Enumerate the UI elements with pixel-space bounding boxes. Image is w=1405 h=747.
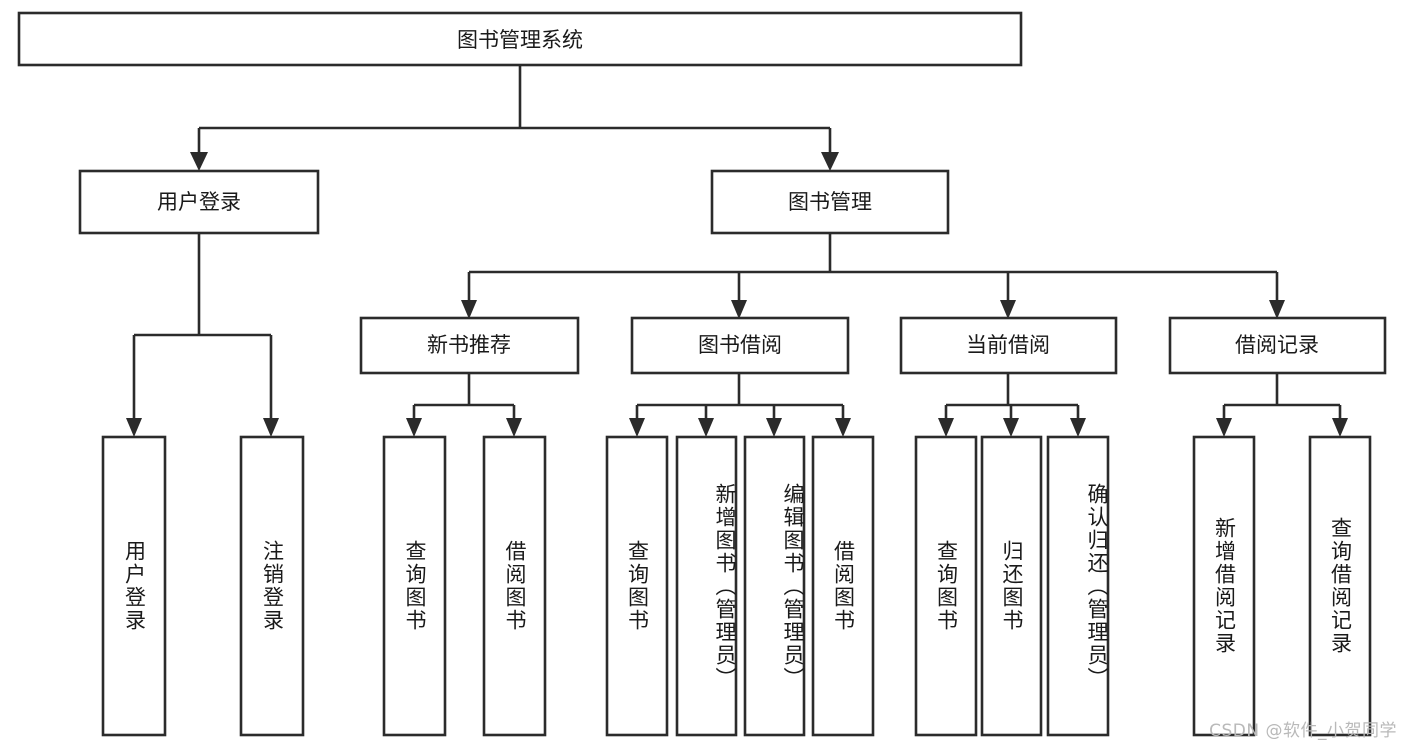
node-leaf-query-book-2[interactable] — [605, 435, 669, 737]
arrowhead-leaf-return-book — [1003, 418, 1019, 437]
node-book-borrow[interactable] — [630, 316, 850, 375]
node-new-book-rec[interactable] — [359, 316, 580, 375]
nodes-layer: 图书管理系统 用户登录 图书管理 新书推荐 图书借阅 当前借阅 借阅记录 — [17, 11, 1387, 737]
node-leaf-user-login[interactable] — [101, 435, 167, 737]
arrowhead-book-borrow — [731, 300, 747, 319]
arrowhead-user-login — [190, 152, 208, 171]
node-leaf-query-book-3[interactable] — [914, 435, 978, 737]
arrowhead-book-manage — [821, 152, 839, 171]
arrowhead-leaf-user-logout — [263, 418, 279, 437]
csdn-watermark: CSDN @软件_小贺同学 — [1209, 721, 1397, 741]
arrowhead-leaf-user-login — [126, 418, 142, 437]
node-book-manage-label: 图书管理 — [788, 190, 872, 214]
arrowhead-borrow-record — [1269, 300, 1285, 319]
node-leaf-user-logout[interactable] — [239, 435, 305, 737]
node-borrow-record-label: 借阅记录 — [1235, 333, 1319, 357]
node-user-login-label: 用户登录 — [157, 190, 241, 214]
node-root[interactable] — [17, 11, 1023, 67]
arrowhead-leaf-borrow-book-2 — [835, 418, 851, 437]
node-leaf-return-book[interactable] — [980, 435, 1043, 737]
arrowhead-leaf-confirm-return — [1070, 418, 1086, 437]
arrowhead-leaf-query-book-2 — [629, 418, 645, 437]
node-leaf-add-record[interactable] — [1192, 435, 1256, 737]
node-leaf-confirm-return[interactable] — [1046, 435, 1110, 737]
arrowhead-leaf-edit-book — [766, 418, 782, 437]
node-new-book-rec-label: 新书推荐 — [427, 333, 511, 357]
arrowhead-leaf-query-record — [1332, 418, 1348, 437]
node-root-label: 图书管理系统 — [457, 28, 583, 52]
node-leaf-edit-book[interactable] — [743, 435, 806, 737]
node-leaf-query-record[interactable] — [1308, 435, 1372, 737]
node-leaf-query-book-1[interactable] — [382, 435, 447, 737]
node-borrow-record[interactable] — [1168, 316, 1387, 375]
arrowhead-leaf-query-book-1 — [406, 418, 422, 437]
edges-layer — [126, 66, 1348, 437]
node-leaf-add-book[interactable] — [675, 435, 738, 737]
node-current-borrow-label: 当前借阅 — [966, 333, 1050, 357]
node-book-borrow-label: 图书借阅 — [698, 333, 782, 357]
node-leaf-borrow-book-2[interactable] — [811, 435, 875, 737]
node-current-borrow[interactable] — [899, 316, 1118, 375]
node-book-manage[interactable] — [710, 169, 950, 235]
arrowhead-new-book-rec — [461, 300, 477, 319]
arrowhead-leaf-borrow-book-1 — [506, 418, 522, 437]
node-user-login[interactable] — [78, 169, 320, 235]
node-leaf-borrow-book-1[interactable] — [482, 435, 547, 737]
arrowhead-leaf-add-record — [1216, 418, 1232, 437]
arrowhead-current-borrow — [1000, 300, 1016, 319]
arrowhead-leaf-query-book-3 — [938, 418, 954, 437]
arrowhead-leaf-add-book — [698, 418, 714, 437]
